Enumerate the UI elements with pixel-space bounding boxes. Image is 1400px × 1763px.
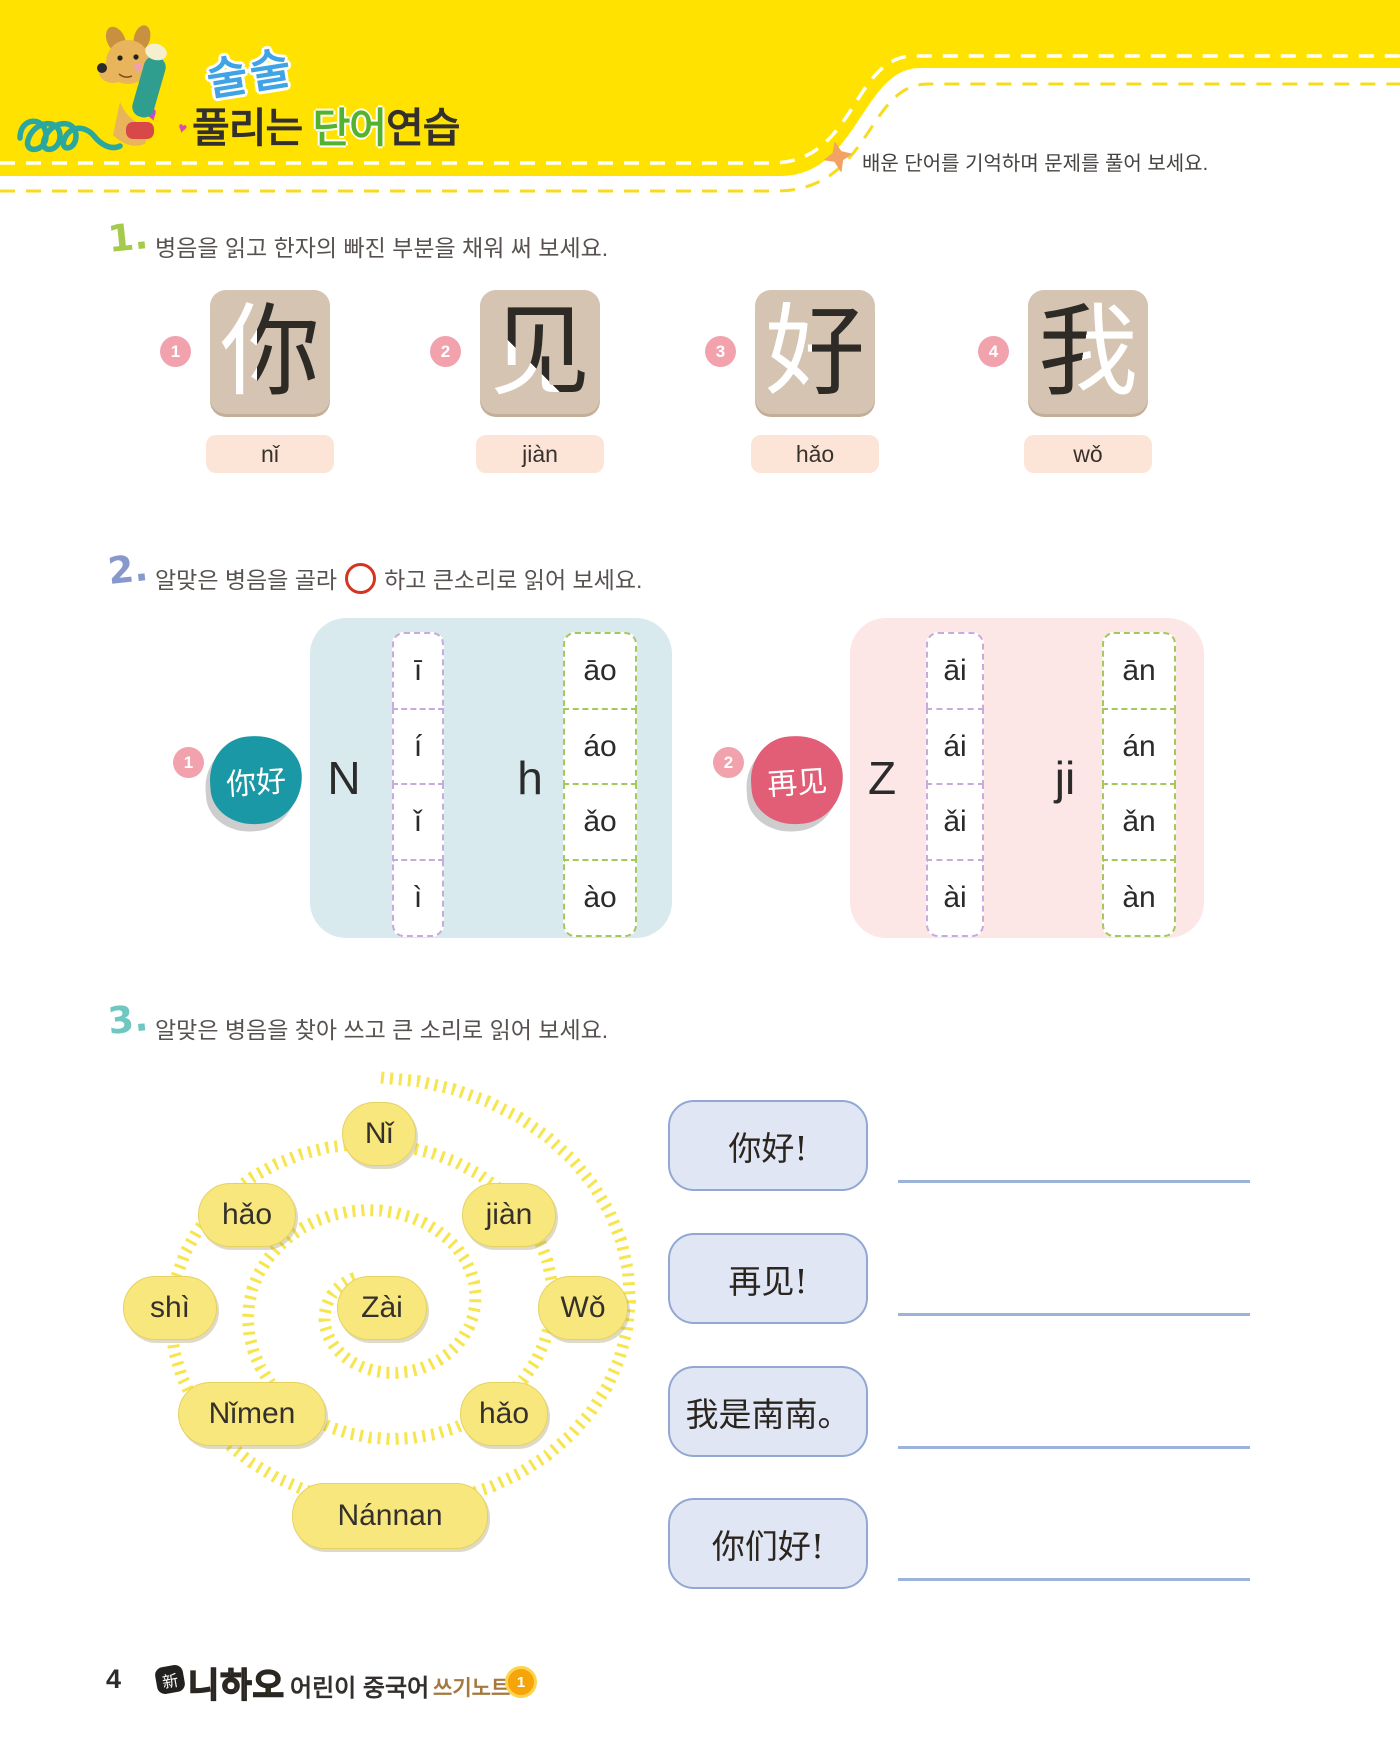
vowel-option[interactable]: ǐ	[392, 783, 444, 861]
vowel-option[interactable]: án	[1102, 707, 1176, 786]
squiggle-decoration	[17, 118, 123, 152]
volume-badge: 1	[505, 1666, 537, 1698]
page-subtitle: 배운 단어를 기억하며 문제를 풀어 보세요.	[862, 153, 1209, 175]
hanzi-card: 好	[755, 290, 875, 414]
logo-letter-ni: 니	[187, 1666, 221, 1706]
word-blob: 你好	[207, 732, 305, 828]
section2-heading-after: 하고 큰소리로 읽어 보세요.	[384, 567, 643, 593]
pinyin-label: jiàn	[476, 435, 604, 473]
section2-heading: 알맞은 병음을 골라 하고 큰소리로 읽어 보세요.	[155, 561, 642, 595]
hanzi-character: 好	[765, 293, 865, 410]
word-bubble[interactable]: Nǐ	[342, 1102, 416, 1166]
vowel-option[interactable]: ái	[926, 707, 984, 786]
footer-book-type: 쓰기노트	[433, 1677, 511, 1700]
answer-line[interactable]	[898, 1180, 1250, 1183]
footer-series-title: 어린이 중국어	[290, 1675, 430, 1702]
vowel-option[interactable]: ān	[1102, 632, 1176, 710]
vowel-option[interactable]: ī	[392, 632, 444, 710]
vowel-options-column: ī í ǐ ì	[392, 632, 444, 937]
section1-heading: 병음을 읽고 한자의 빠진 부분을 채워 써 보세요.	[155, 235, 609, 261]
vowel-option[interactable]: ǎo	[563, 783, 637, 861]
vowel-option[interactable]: āo	[563, 632, 637, 710]
initial-letter: h	[517, 752, 543, 804]
vowel-option[interactable]: áo	[563, 707, 637, 786]
word-bubble[interactable]: jiàn	[462, 1183, 556, 1247]
spiral-path	[164, 1071, 636, 1512]
word-bubble[interactable]: hǎo	[460, 1382, 548, 1446]
section1-number: 1.	[105, 214, 150, 261]
hanzi-character: 你	[220, 293, 320, 410]
choice-box: N ī í ǐ ì h āo áo ǎo ào	[310, 618, 672, 938]
hanzi-character: 我	[1038, 293, 1138, 410]
word-blob: 再见	[748, 732, 846, 828]
initial-letter: ji	[1054, 752, 1076, 804]
section3-number: 3.	[105, 996, 150, 1043]
phrase-box: 你好!	[668, 1100, 868, 1191]
hanzi-card: 你	[210, 290, 330, 414]
logo-xin-badge: 新	[153, 1663, 187, 1696]
pinyin-label: hǎo	[751, 435, 879, 473]
header-yellow-band	[0, 0, 1400, 193]
logo-letter-ha: 하	[219, 1666, 253, 1706]
section3-heading: 알맞은 병음을 찾아 쓰고 큰 소리로 읽어 보세요.	[155, 1017, 609, 1043]
item-number-badge: 1	[160, 336, 191, 367]
title-dark-2: 연습	[386, 105, 460, 151]
section2-heading-before: 알맞은 병음을 골라	[155, 567, 338, 593]
item-number-badge: 2	[430, 336, 461, 367]
word-bubble[interactable]: Nǐmen	[178, 1382, 326, 1446]
vowel-option[interactable]: ào	[563, 858, 637, 937]
hanzi-card: 我	[1028, 290, 1148, 414]
dog-mascot	[97, 25, 167, 146]
item-number-badge: 3	[705, 336, 736, 367]
logo-nihao: 니하오	[187, 1658, 285, 1707]
word-bubble[interactable]: Nánnan	[292, 1483, 488, 1549]
vowel-option[interactable]: í	[392, 707, 444, 786]
star-icon	[823, 141, 853, 173]
hanzi-character: 见	[490, 293, 590, 410]
item-number-badge: 1	[173, 747, 204, 778]
section2-number: 2.	[105, 546, 150, 593]
word-bubble[interactable]: Zài	[337, 1276, 427, 1340]
vowel-option[interactable]: āi	[926, 632, 984, 710]
vowel-option[interactable]: àn	[1102, 858, 1176, 937]
title-dark-1: 풀리는	[192, 105, 313, 151]
vowel-option[interactable]: ì	[392, 858, 444, 937]
answer-line[interactable]	[898, 1313, 1250, 1316]
vowel-option[interactable]: ǎi	[926, 783, 984, 861]
answer-line[interactable]	[898, 1446, 1250, 1449]
red-circle-icon	[345, 563, 377, 594]
item-number-badge: 2	[713, 747, 744, 778]
initial-letter: Z	[867, 752, 897, 804]
initial-letter: N	[327, 752, 361, 804]
page-title: 풀리는 단어연습	[192, 94, 460, 154]
word-bubble[interactable]: hǎo	[198, 1183, 296, 1247]
choice-box: Z āi ái ǎi ài ji ān án ǎn àn	[850, 618, 1204, 938]
vowel-option[interactable]: ài	[926, 858, 984, 937]
vowel-option[interactable]: ǎn	[1102, 783, 1176, 861]
vowel-options-column: ān án ǎn àn	[1102, 632, 1176, 937]
vowel-options-column: āo áo ǎo ào	[563, 632, 637, 937]
word-bubble[interactable]: Wǒ	[538, 1276, 628, 1340]
word-bubble[interactable]: shì	[123, 1276, 217, 1340]
page-number: 4	[106, 1664, 122, 1694]
phrase-box: 再见!	[668, 1233, 868, 1324]
phrase-box: 你们好!	[668, 1498, 868, 1589]
pinyin-label: nǐ	[206, 435, 334, 473]
spiral-decoration	[164, 1071, 636, 1512]
pinyin-label: wǒ	[1024, 435, 1152, 473]
hanzi-card: 见	[480, 290, 600, 414]
logo-letter-o: 오	[252, 1666, 285, 1706]
answer-line[interactable]	[898, 1578, 1250, 1581]
vowel-options-column: āi ái ǎi ài	[926, 632, 984, 937]
title-green: 단어	[312, 105, 387, 151]
item-number-badge: 4	[978, 336, 1009, 367]
phrase-box: 我是南南。	[668, 1366, 868, 1457]
